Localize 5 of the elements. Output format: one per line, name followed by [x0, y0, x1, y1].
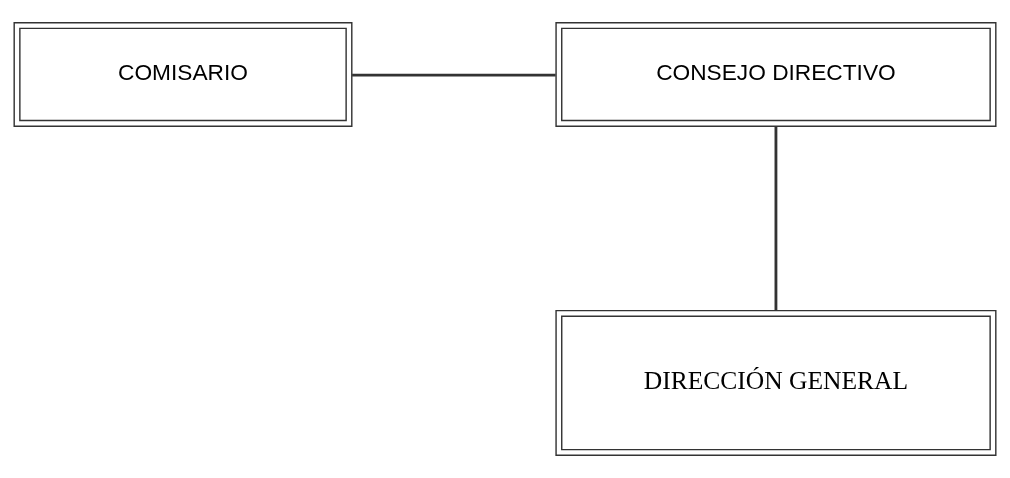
connector — [352, 73, 556, 77]
node-box: DIRECCIÓN GENERAL — [555, 309, 997, 457]
node-box: COMISARIO — [13, 21, 353, 127]
connector — [774, 126, 778, 311]
node-box: CONSEJO DIRECTIVO — [555, 21, 997, 127]
